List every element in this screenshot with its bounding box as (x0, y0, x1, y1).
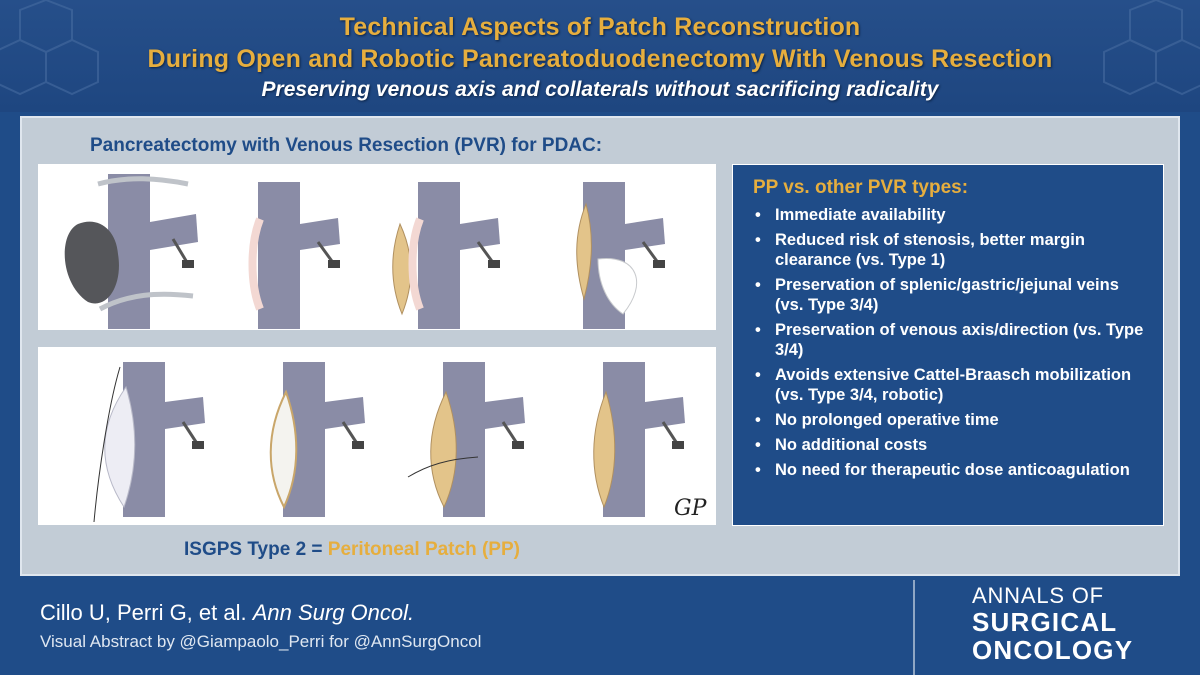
list-item: •Avoids extensive Cattel-Braasch mobiliz… (755, 366, 1132, 404)
isgps-prefix: ISGPS Type 2 = (184, 539, 328, 560)
main-panel: Pancreatectomy with Venous Resection (PV… (20, 116, 1180, 576)
bullet-icon: • (755, 436, 761, 454)
list-item: •No prolonged operative time (755, 411, 999, 429)
list-item: •No additional costs (755, 436, 928, 454)
citation-journal: Ann Surg Oncol. (252, 600, 415, 625)
citation-authors: Cillo U, Perri G, et al. (40, 600, 253, 625)
illustration-step-6 (269, 362, 365, 517)
bullet-icon: • (755, 321, 761, 339)
illustration-step-5 (93, 362, 205, 523)
footer-divider (913, 580, 915, 675)
list-item: •Preservation of venous axis/direction (… (755, 321, 1144, 359)
surgical-illustration-bottom: GP (93, 362, 708, 523)
list-item: •Immediate availability (755, 206, 946, 224)
figure-panel-bottom: GP (38, 347, 716, 525)
pp-benefit-list: •Immediate availability •Reduced risk of… (753, 205, 1149, 480)
visual-abstract-credit: Visual Abstract by @Giampaolo_Perri for … (40, 632, 482, 651)
logo-line-3: ONCOLOGY (972, 635, 1134, 665)
journal-logo: ANNALS OF SURGICAL ONCOLOGY (972, 583, 1134, 665)
illustration-step-3 (392, 182, 500, 329)
header: Technical Aspects of Patch Reconstructio… (0, 0, 1200, 112)
pp-box-title: PP vs. other PVR types: (753, 177, 969, 198)
illustration-step-8 (593, 362, 685, 517)
logo-line-2: SURGICAL (972, 607, 1118, 637)
bullet-icon: • (755, 206, 761, 224)
bullet-icon: • (755, 461, 761, 479)
bullet-icon: • (755, 366, 761, 384)
pp-comparison-box: PP vs. other PVR types: •Immediate avail… (732, 164, 1164, 526)
logo-line-1: ANNALS OF (972, 583, 1104, 608)
surgical-illustration-top (64, 174, 665, 329)
bullet-icon: • (755, 411, 761, 429)
list-item: •No need for therapeutic dose anticoagul… (755, 461, 1130, 479)
pvr-heading: Pancreatectomy with Venous Resection (PV… (90, 135, 603, 156)
illustration-step-4 (576, 182, 665, 329)
illustration-step-1 (64, 174, 198, 329)
subtitle: Preserving venous axis and collaterals w… (261, 78, 939, 101)
list-item: •Preservation of splenic/gastric/jejunal… (755, 276, 1119, 314)
illustration-step-7 (407, 362, 525, 517)
bullet-icon: • (755, 231, 761, 249)
footer: Cillo U, Perri G, et al. Ann Surg Oncol.… (0, 580, 1200, 675)
title-line-2: During Open and Robotic Pancreatoduodene… (147, 45, 1053, 73)
citation: Cillo U, Perri G, et al. Ann Surg Oncol. (40, 600, 414, 626)
title-line-1: Technical Aspects of Patch Reconstructio… (339, 13, 861, 41)
bullet-icon: • (755, 276, 761, 294)
illustration-step-2 (248, 182, 340, 329)
isgps-label: ISGPS Type 2 = Peritoneal Patch (PP) (184, 539, 520, 561)
isgps-highlight: Peritoneal Patch (PP) (327, 539, 520, 560)
list-item: •Reduced risk of stenosis, better margin… (755, 231, 1085, 269)
signature-mark: GP (674, 496, 708, 521)
hexagon-pattern (0, 0, 1200, 96)
figure-panel-top (38, 164, 716, 330)
